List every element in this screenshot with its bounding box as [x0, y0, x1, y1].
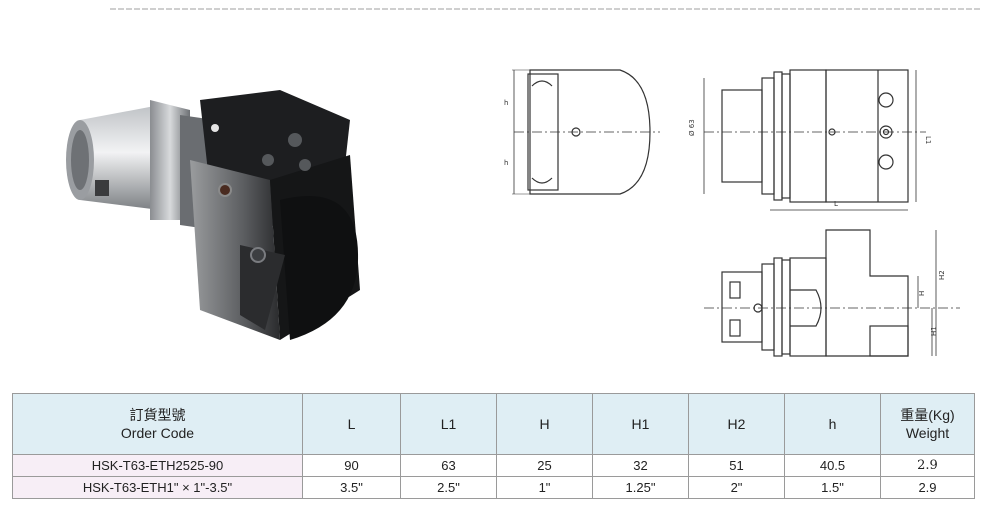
- header-h: H: [496, 393, 593, 455]
- top-divider: [110, 8, 980, 10]
- header-order-code: 訂貨型號 Order Code: [12, 393, 303, 455]
- h-small-cell: 40.5: [784, 454, 881, 477]
- header-order-code-zh: 訂貨型號: [129, 407, 186, 423]
- header-h-small: h: [784, 393, 881, 455]
- bottom-h-label: H: [918, 291, 926, 296]
- side-view: [703, 69, 926, 211]
- header-row: 訂貨型號 Order Code L L1 H H1 H2 h 重量(Kg) We…: [12, 393, 975, 455]
- front-view: [512, 69, 660, 195]
- l-cell: 90: [302, 454, 401, 477]
- bottom-h2-label: H2: [938, 270, 946, 280]
- header-weight: 重量(Kg) Weight: [880, 393, 975, 455]
- front-h1-label: h: [504, 99, 508, 107]
- side-l-label: L: [834, 200, 838, 208]
- l1-cell: 2.5": [400, 476, 497, 499]
- header-order-code-en: Order Code: [120, 425, 195, 441]
- side-l1-label: L1: [924, 136, 932, 144]
- weight-cell: 2.9: [880, 454, 975, 477]
- h-cell: 25: [496, 454, 593, 477]
- header-l1: L1: [400, 393, 497, 455]
- header-weight-en: Weight: [905, 425, 950, 441]
- h2-cell: 51: [688, 454, 785, 477]
- l1-cell: 63: [400, 454, 497, 477]
- order-code-cell: HSK-T63-ETH1" × 1"-3.5": [12, 476, 303, 499]
- tool-holder-photo: [66, 90, 360, 340]
- h1-cell: 32: [592, 454, 689, 477]
- h2-cell: 2": [688, 476, 785, 499]
- technical-drawings: h h Ø 63 L1 L H: [504, 69, 960, 357]
- h-small-cell: 1.5": [784, 476, 881, 499]
- h-cell: 1": [496, 476, 593, 499]
- order-code-cell: HSK-T63-ETH2525-90: [12, 454, 303, 477]
- header-h2: H2: [688, 393, 785, 455]
- header-l: L: [302, 393, 401, 455]
- bottom-h1-label: H1: [930, 326, 938, 336]
- front-h2-label: h: [504, 159, 508, 167]
- table-row: HSK-T63-ETH1" × 1"-3.5" 3.5" 2.5" 1" 1.2…: [12, 476, 975, 499]
- header-weight-zh: 重量(Kg): [900, 407, 955, 423]
- bottom-view: [704, 229, 960, 357]
- side-d-label: Ø 63: [688, 119, 696, 136]
- weight-cell: 2.9: [880, 476, 975, 499]
- header-h1: H1: [592, 393, 689, 455]
- spec-table: 訂貨型號 Order Code L L1 H H1 H2 h 重量(Kg) We…: [12, 393, 975, 499]
- l-cell: 3.5": [302, 476, 401, 499]
- h1-cell: 1.25": [592, 476, 689, 499]
- table-row: HSK-T63-ETH2525-90 90 63 25 32 51 40.5 2…: [12, 454, 975, 477]
